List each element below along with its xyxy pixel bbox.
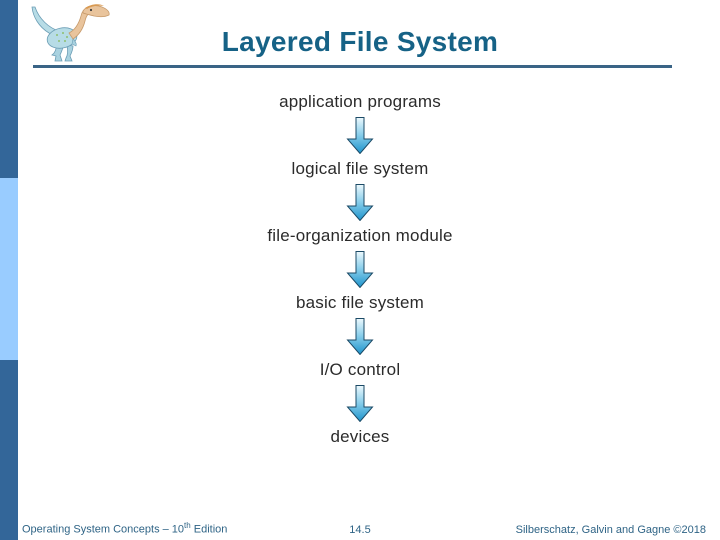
footer-book-title-superscript: th (184, 521, 191, 531)
layer-basic-file-system: basic file system (295, 293, 425, 312)
down-arrow-icon (346, 251, 374, 288)
footer-book-title: Operating System Concepts – 10th Edition (22, 521, 227, 536)
footer-authors: Silberschatz, Galvin and Gagne ©2018 (515, 524, 706, 536)
down-arrow-icon (346, 385, 374, 422)
layer-logical-file-system: logical file system (291, 159, 429, 178)
footer-book-title-prefix: Operating System Concepts – 10 (22, 524, 185, 536)
down-arrow-icon (346, 117, 374, 154)
accent-bar-middle-segment (0, 178, 18, 360)
down-arrow-icon (346, 318, 374, 355)
slide-title: Layered File System (221, 26, 499, 57)
left-accent-bar (0, 0, 18, 540)
layer-devices: devices (330, 427, 390, 446)
footer-book-title-suffix: Edition (190, 524, 228, 536)
layer-application-programs: application programs (279, 92, 441, 111)
title-underline (33, 65, 672, 68)
layer-file-organization-module: file-organization module (267, 226, 453, 245)
layer-io-control: I/O control (319, 360, 401, 379)
accent-bar-top-segment (0, 0, 18, 178)
dinosaur-logo (31, 4, 110, 62)
down-arrow-icon (346, 184, 374, 221)
accent-bar-bottom-segment (0, 360, 18, 540)
layered-file-system-diagram: application programs logical file system… (0, 93, 720, 446)
slide-page-number: 14.5 (349, 524, 371, 536)
